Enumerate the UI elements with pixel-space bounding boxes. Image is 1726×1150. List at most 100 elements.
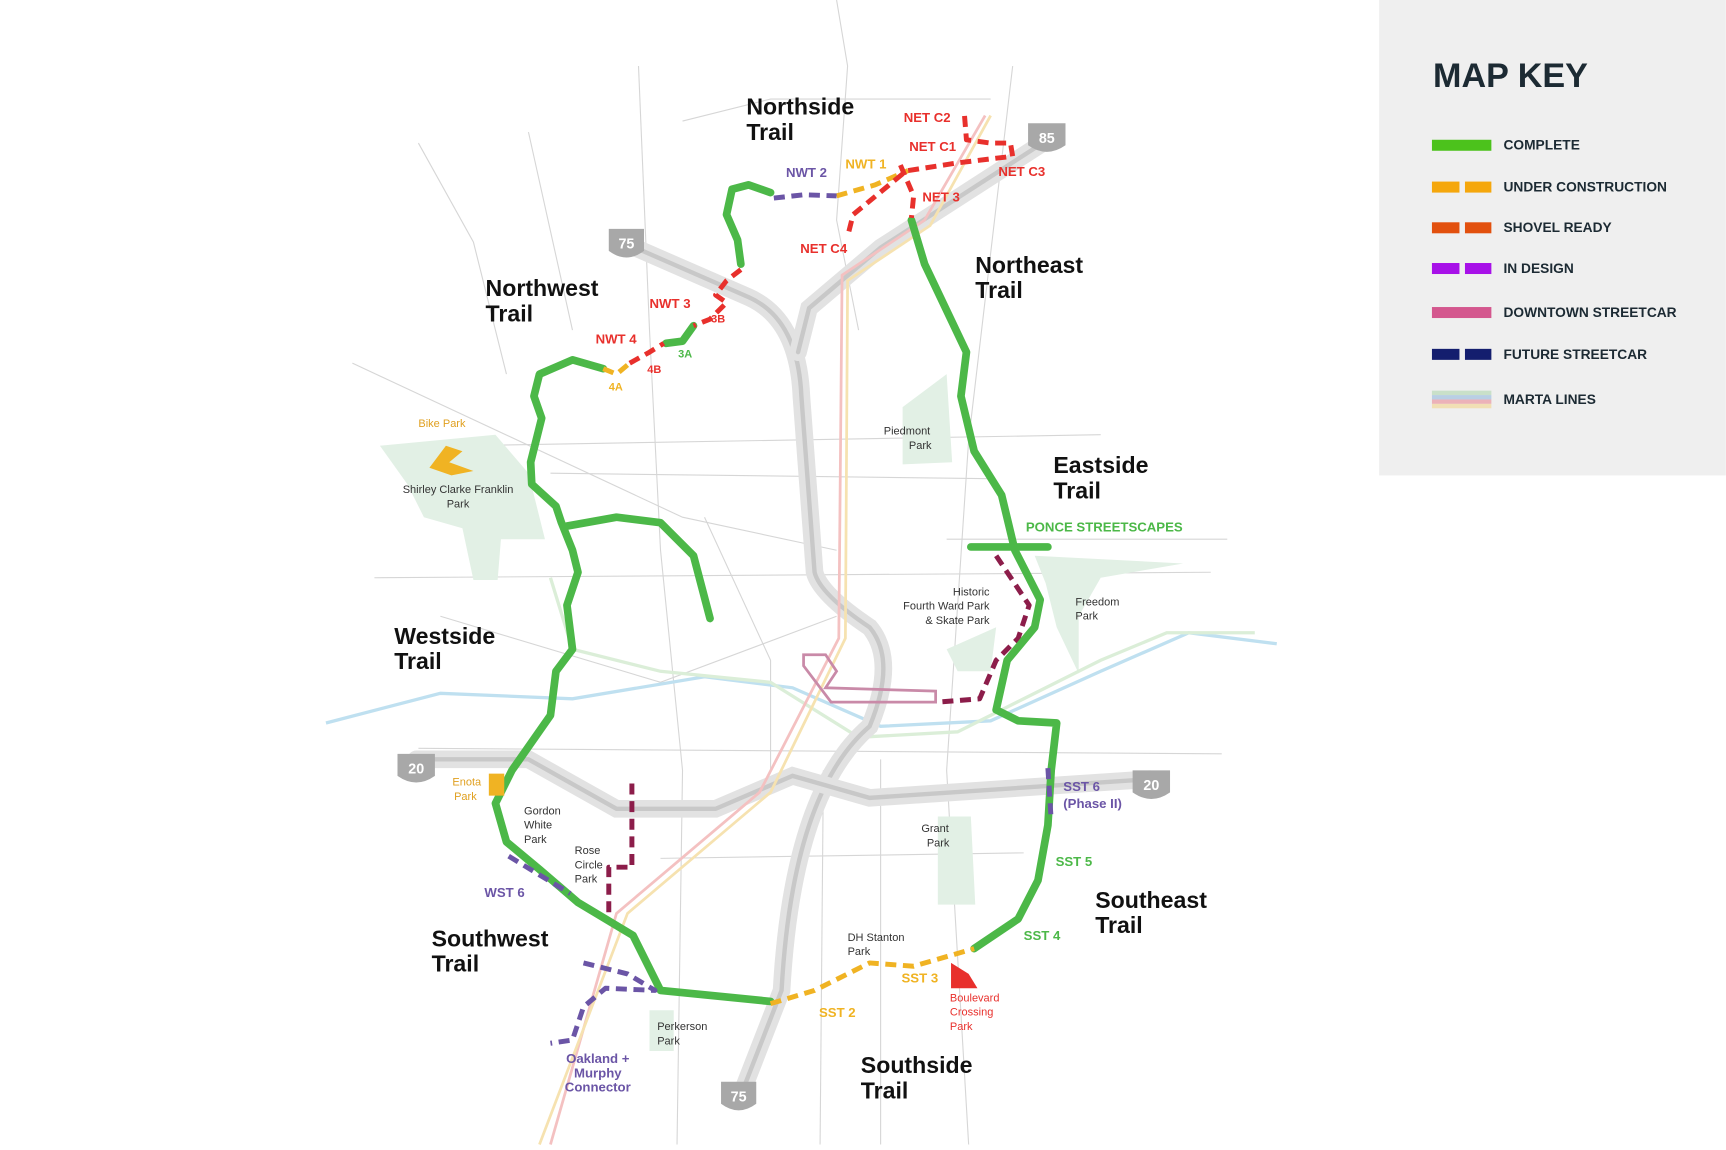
segment-3a: 3A: [678, 349, 692, 361]
trail-label-southwest: Trail: [432, 951, 480, 977]
map-key-label: SHOVEL READY: [1503, 220, 1611, 235]
trail-label-northeast: Trail: [975, 277, 1023, 303]
map-key-label: DOWNTOWN STREETCAR: [1503, 305, 1676, 320]
park-boulevard-crossing: Park: [950, 1021, 973, 1033]
segment-net-c2: NET C2: [904, 110, 951, 125]
svg-text:75: 75: [731, 1090, 747, 1106]
bike-park-shape: [429, 445, 474, 476]
complete-trails: [491, 181, 1061, 1006]
park-perkerson: Park: [657, 1035, 680, 1047]
under-construction-trails: [602, 168, 975, 1007]
segment-oakland-murphy: Connector: [565, 1080, 631, 1095]
segment-net-c3: NET C3: [998, 164, 1045, 179]
park-boulevard-crossing: Boulevard: [950, 992, 1000, 1004]
park-fourth-ward: & Skate Park: [925, 615, 990, 627]
segment-sst6: SST 6: [1063, 779, 1100, 794]
park-piedmont: Park: [909, 440, 932, 452]
park-grant: Grant: [921, 823, 949, 835]
trail-label-southside: Southside: [861, 1052, 973, 1078]
legend-swatch-icon: [1431, 263, 1492, 275]
segment-net-c1: NET C1: [909, 139, 956, 154]
trail-label-northside: Northside: [746, 93, 854, 119]
segment-nwt1: NWT 1: [845, 156, 886, 171]
legend-swatch-icon: [1431, 390, 1492, 409]
map-key-item: UNDER CONSTRUCTION: [1431, 179, 1667, 194]
trail-label-northwest: Northwest: [486, 275, 599, 301]
interstate-20-shield-west: 20: [397, 753, 435, 783]
legend-swatch-icon: [1431, 222, 1492, 234]
segment-3b: 3B: [711, 313, 725, 325]
park-gordon-white: Gordon: [524, 805, 561, 817]
park-fourth-ward: Historic: [953, 586, 990, 598]
park-dh-stanton: Park: [848, 946, 871, 958]
trail-label-southwest: Southwest: [432, 925, 549, 951]
map-key-label: FUTURE STREETCAR: [1503, 347, 1647, 362]
segment-4a: 4A: [609, 382, 623, 394]
segment-sst6-phase: (Phase II): [1063, 796, 1122, 811]
trail-label-southside: Trail: [861, 1077, 909, 1103]
map-key-item: IN DESIGN: [1431, 261, 1574, 276]
map-key-item: MARTA LINES: [1431, 390, 1596, 409]
svg-text:75: 75: [618, 237, 634, 253]
map-key-item: COMPLETE: [1431, 138, 1580, 153]
map-key-label: IN DESIGN: [1503, 261, 1573, 276]
boulevard-crossing-park-shape: [951, 962, 978, 989]
map-key: MAP KEY COMPLETE UNDER CONSTRUCTION SHOVEL…: [1379, 0, 1726, 476]
interstate-20-shield-east: 20: [1132, 770, 1171, 799]
map-key-label: COMPLETE: [1503, 138, 1579, 153]
segment-ponce-streetscapes: PONCE STREETSCAPES: [1026, 520, 1183, 535]
park-grant: Park: [927, 837, 950, 849]
segment-4b: 4B: [647, 364, 661, 376]
river: [325, 631, 1277, 728]
trail-label-southeast: Trail: [1095, 912, 1143, 938]
park-shirley-clarke-franklin: Shirley Clarke Franklin: [403, 484, 514, 496]
park-gordon-white: White: [524, 820, 552, 832]
future-streetcar-west: [606, 783, 635, 914]
marta-lines: [538, 114, 992, 1145]
segment-oakland-murphy: Murphy: [574, 1065, 622, 1080]
trail-label-eastside: Eastside: [1053, 452, 1148, 478]
highways: [407, 128, 1160, 1099]
park-shirley-clarke-franklin: Park: [447, 498, 470, 510]
future-streetcar-east: [937, 554, 1032, 705]
park-perkerson: Perkerson: [657, 1021, 707, 1033]
legend-swatch-icon: [1431, 139, 1492, 151]
segment-sst4: SST 4: [1024, 928, 1061, 943]
map-key-label: UNDER CONSTRUCTION: [1503, 179, 1666, 194]
segment-sst3: SST 3: [902, 971, 939, 986]
park-piedmont: Piedmont: [884, 426, 930, 438]
interstate-75-shield-south: 75: [721, 1081, 757, 1111]
interstate-85-shield: 85: [1028, 123, 1066, 152]
park-enota: Park: [454, 791, 477, 803]
downtown-streetcar: [802, 653, 938, 704]
park-enota: Enota: [452, 777, 482, 789]
park-freedom: Freedom: [1075, 596, 1119, 608]
legend-swatch-icon: [1431, 181, 1492, 193]
park-bike: Bike Park: [418, 418, 466, 430]
park-rose-circle: Circle: [575, 859, 603, 871]
park-freedom: Park: [1075, 611, 1098, 623]
segment-oakland-murphy: Oakland +: [566, 1051, 630, 1066]
park-dh-stanton: DH Stanton: [848, 932, 905, 944]
legend-swatch-icon: [1431, 348, 1492, 360]
trail-label-northside: Trail: [746, 119, 794, 145]
trail-label-westside: Trail: [394, 648, 442, 674]
segment-nwt4: NWT 4: [596, 331, 638, 346]
park-boulevard-crossing: Crossing: [950, 1007, 993, 1019]
in-design-trails: [507, 192, 1054, 1046]
trail-label-northwest: Trail: [486, 300, 534, 326]
street-grid: [352, 0, 1228, 1145]
map-key-item: SHOVEL READY: [1431, 220, 1612, 235]
map-key-item: FUTURE STREETCAR: [1431, 347, 1647, 362]
map-key-title: MAP KEY: [1433, 57, 1588, 95]
segment-sst2: SST 2: [819, 1005, 856, 1020]
trail-label-westside: Westside: [394, 623, 495, 649]
park-fourth-ward: Fourth Ward Park: [903, 601, 990, 613]
trail-label-eastside: Trail: [1053, 478, 1101, 504]
segment-nwt3: NWT 3: [650, 296, 691, 311]
svg-text:20: 20: [408, 762, 424, 778]
park-gordon-white: Park: [524, 834, 547, 846]
segment-sst5: SST 5: [1056, 854, 1093, 869]
park-rose-circle: Park: [575, 874, 598, 886]
trail-label-southeast: Southeast: [1095, 887, 1207, 913]
